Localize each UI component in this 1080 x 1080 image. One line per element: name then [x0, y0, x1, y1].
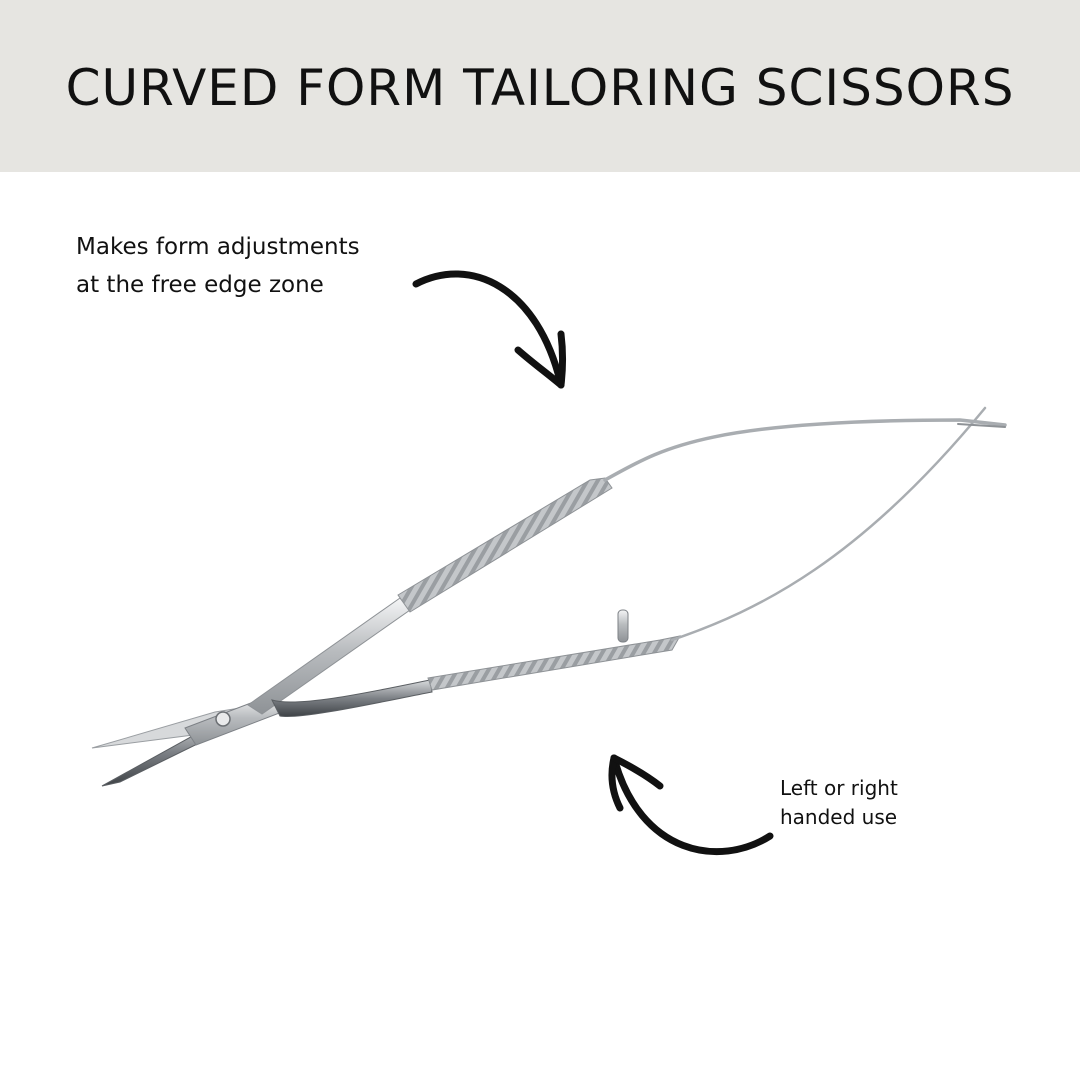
spring-tip — [957, 423, 1006, 428]
spring-lower-arm — [670, 406, 987, 642]
callout-free-edge-line2: at the free edge zone — [76, 272, 324, 298]
callout-handedness: Left or right handed use — [780, 774, 898, 832]
scissors-lower-grip — [427, 635, 681, 691]
spring-scissors-icon — [91, 406, 1007, 787]
spring-upper-arm — [603, 418, 1007, 482]
arrow-up-left-icon — [608, 754, 774, 856]
stop-pin — [617, 609, 629, 643]
callout-free-edge-line1: Makes form adjustments — [76, 234, 360, 260]
pivot-screw — [215, 711, 231, 727]
callout-free-edge: Makes form adjustments at the free edge … — [76, 228, 360, 304]
scissors-lower-shank — [271, 679, 433, 718]
callout-handedness-line1: Left or right — [780, 776, 898, 800]
header-banner: CURVED FORM TAILORING SCISSORS — [0, 0, 1080, 172]
page-title: CURVED FORM TAILORING SCISSORS — [65, 59, 1015, 117]
callout-handedness-line2: handed use — [780, 805, 898, 829]
arrow-down-right-icon — [412, 270, 566, 389]
scissors-upper-grip — [397, 477, 613, 613]
